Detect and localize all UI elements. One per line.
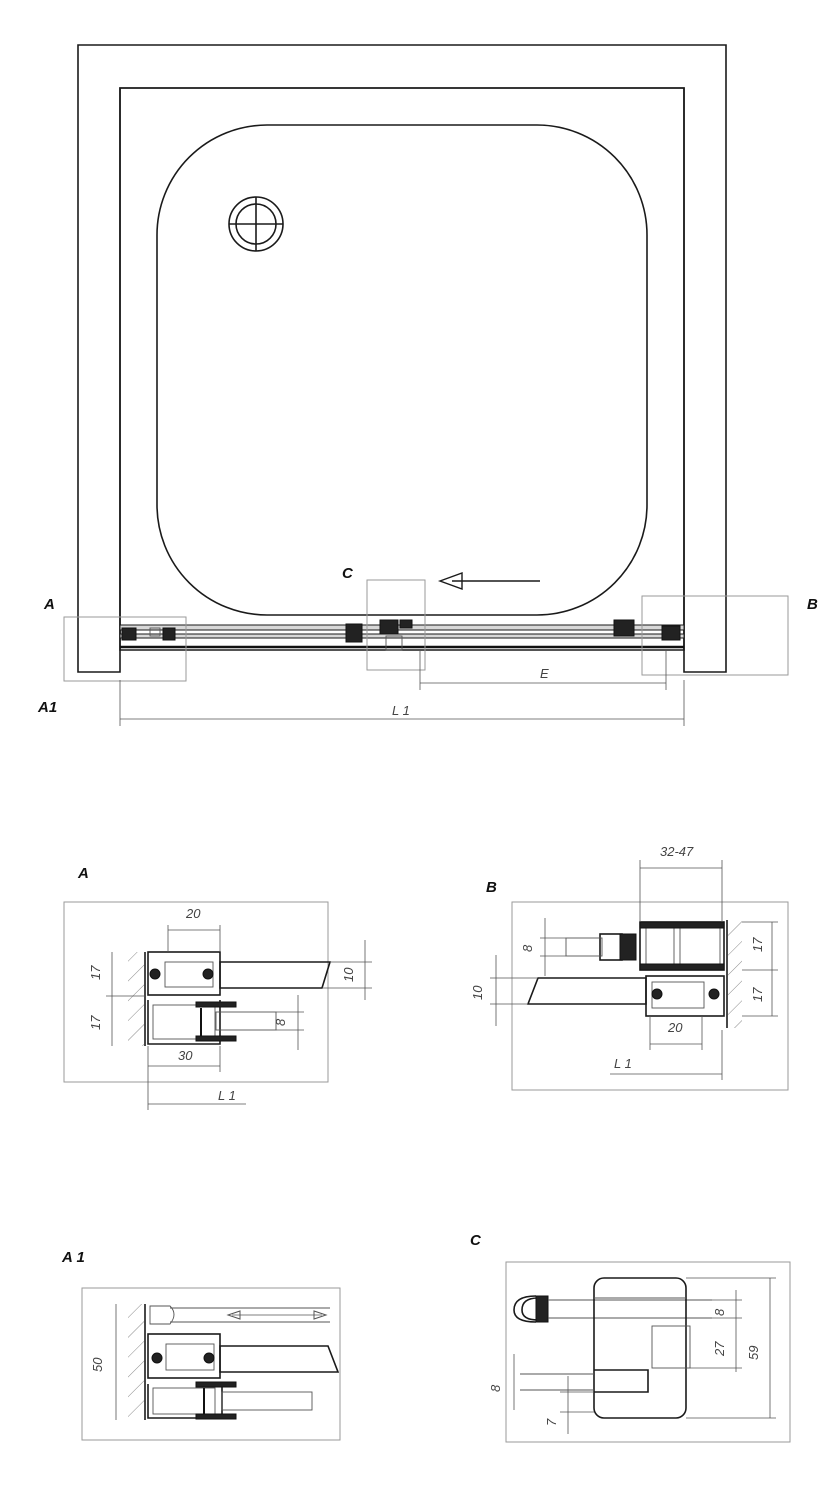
detail-b: B 32-47 8 10 1 [470, 844, 789, 1091]
detail-a-dim-8: 8 [273, 1018, 288, 1026]
label-a: A [43, 596, 55, 613]
detail-c-dim-7: 7 [544, 1418, 559, 1426]
detail-frame-b [641, 595, 789, 676]
detail-a-dim-20: 20 [185, 906, 201, 921]
detail-a1-dim-50: 50 [90, 1357, 105, 1372]
detail-b-dim-10: 10 [470, 985, 485, 1000]
wall-hatch [77, 44, 727, 673]
label-a1: A1 [37, 699, 57, 716]
dim-l1: L 1 [392, 703, 410, 718]
slide-direction-arrow-icon [437, 572, 540, 590]
detail-b-dim-l1: L 1 [614, 1056, 632, 1071]
detail-c-title: C [470, 1232, 482, 1249]
detail-b-dim-8: 8 [520, 944, 535, 952]
tray-basin [156, 124, 648, 616]
detail-c-dim-27: 27 [712, 1341, 727, 1357]
drain-icon [228, 196, 284, 252]
detail-a-title: A [77, 865, 89, 882]
detail-frame-c [366, 579, 426, 671]
detail-a-dim-l1: L 1 [218, 1088, 236, 1103]
detail-b-dim-17-bottom: 17 [750, 987, 765, 1002]
detail-b-dim-32-47: 32-47 [660, 844, 694, 859]
detail-c-dim-59: 59 [746, 1346, 761, 1360]
detail-a-dim-17-bottom: 17 [88, 1015, 103, 1030]
slide-both-ways-arrow-icon [226, 1310, 328, 1320]
detail-b-title: B [486, 879, 497, 896]
detail-a-dim-30: 30 [178, 1048, 193, 1063]
detail-a-dim-17-top: 17 [88, 965, 103, 980]
dim-e: E [540, 666, 549, 681]
top-view: A C B A1 E L 1 [37, 44, 818, 726]
detail-a1-title: A 1 [61, 1249, 85, 1266]
tray-outline [119, 87, 685, 651]
detail-c-dim-8-top: 8 [712, 1308, 727, 1316]
detail-a-dim-10: 10 [341, 967, 356, 982]
detail-b-dim-20: 20 [667, 1020, 683, 1035]
label-c: C [342, 565, 354, 582]
detail-b-dim-17-top: 17 [750, 937, 765, 952]
detail-c-dim-8-left: 8 [488, 1384, 503, 1392]
door-profile [119, 619, 685, 651]
label-b: B [807, 596, 818, 613]
detail-frame-a [63, 616, 187, 682]
detail-a: A 20 17 17 10 8 [63, 865, 372, 1110]
detail-a1: A 1 50 [61, 1249, 341, 1441]
detail-c: C 8 27 59 8 7 [470, 1232, 791, 1443]
